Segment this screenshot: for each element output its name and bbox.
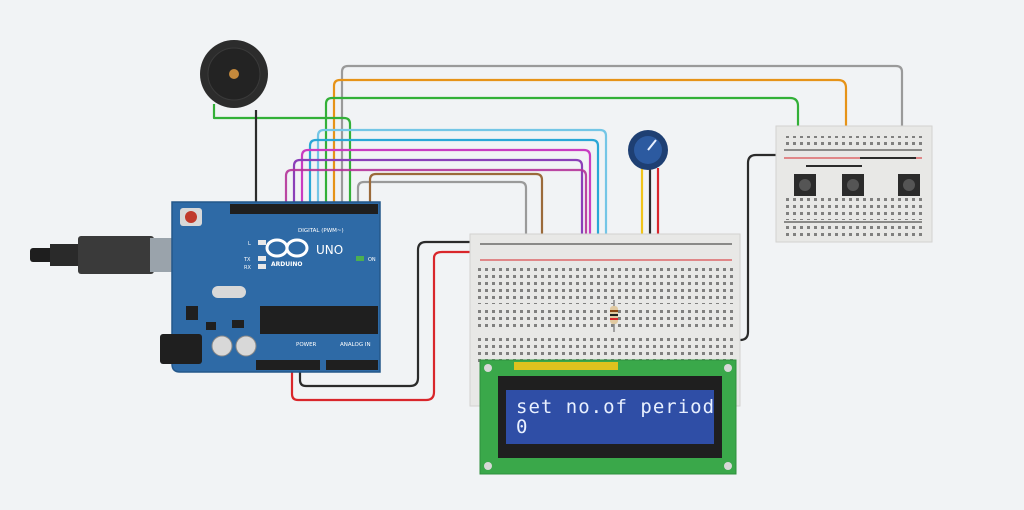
push-button-2[interactable] [842,174,864,196]
arduino-brand-label: ARDUINO [271,261,302,268]
power-header-label: POWER [296,342,317,348]
potentiometer-icon[interactable] [628,130,668,170]
digital-header-label: DIGITAL (PWM~) [298,228,344,234]
analog-header-label: ANALOG IN [340,342,371,348]
push-button-1[interactable] [794,174,816,196]
rx-led-label: RX [244,265,251,271]
arduino-logo-icon [265,238,309,258]
arduino-model-label: UNO [316,243,343,257]
lcd-module [479,359,737,475]
on-led-label: ON [368,257,376,263]
l-led-label: L [248,241,251,247]
buzzer-icon [200,40,268,118]
push-button-3[interactable] [898,174,920,196]
lcd-line-1: set no.of period [516,396,716,418]
arduino-uno-board [30,201,381,373]
tx-led-label: TX [243,257,251,263]
lcd-line-2: 0 [516,416,529,438]
button-breadboard [775,125,933,243]
resistor-icon [610,300,618,332]
